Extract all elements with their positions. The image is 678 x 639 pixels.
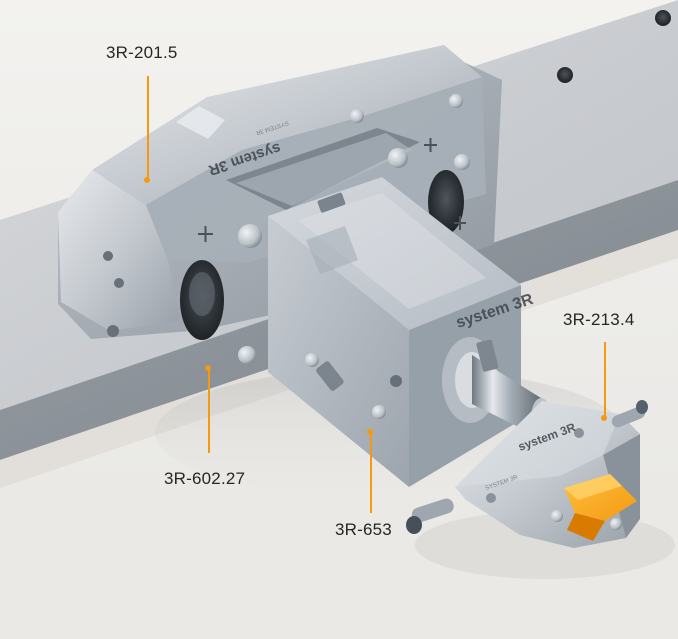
shaft-locking-pin [476, 339, 499, 372]
right-cross-symbol [454, 216, 466, 230]
callout-line-3r-201-5 [147, 76, 149, 182]
callout-line-3r-602-27 [208, 368, 210, 453]
left-cross-symbol [198, 226, 213, 242]
top-chuck-bevel-highlight [176, 106, 225, 139]
base-hole-icon [557, 67, 573, 83]
electrode-holder-top-bevel [455, 401, 620, 487]
left-chuck-opening-inner [189, 272, 215, 316]
callout-point-3r-213-4 [601, 415, 607, 421]
callout-point-3r-653 [367, 429, 373, 435]
top-chuck-recess-highlight [236, 133, 412, 206]
top-cross-symbol [424, 138, 437, 152]
left-chuck-hole-icon [107, 325, 119, 337]
callout-point-3r-602-27 [205, 365, 211, 371]
orange-electrode-block-highlight [564, 474, 622, 500]
base-hole-icon [655, 10, 671, 26]
center-block-top-face [268, 177, 521, 330]
electrode-holder-hole-icon [486, 493, 496, 503]
electrode-holder-screw-icon [551, 510, 563, 522]
electrode-holder-hole-icon [574, 428, 584, 438]
callout-line-3r-213-4 [604, 342, 606, 419]
left-clamping-screw-icon [406, 498, 454, 534]
top-chuck-top-face [92, 45, 482, 205]
label-3r-602-27: 3R-602.27 [164, 469, 246, 488]
left-chuck-hole-icon [103, 251, 113, 261]
center-block-side-pin [316, 361, 344, 391]
top-chuck-screw-icon [350, 109, 364, 123]
callout-line-3r-653 [370, 432, 372, 513]
front-chuck-screw-icon [238, 224, 262, 248]
top-chuck-screw-icon [388, 148, 408, 168]
label-3r-201-5: 3R-201.5 [106, 43, 178, 62]
label-3r-213-4: 3R-213.4 [563, 310, 635, 329]
top-chuck-screw-icon [454, 154, 470, 170]
label-3r-653: 3R-653 [335, 520, 392, 539]
center-block-hole-icon [390, 375, 402, 387]
orange-electrode-block-side [567, 513, 605, 541]
top-chuck-side-opening [428, 170, 464, 234]
center-block-front-face [268, 216, 409, 487]
center-block-slot [306, 226, 358, 274]
callout-point-3r-201-5 [144, 177, 150, 183]
top-chuck-left-face [58, 170, 180, 331]
center-block-screw-icon [372, 405, 386, 419]
left-chuck-hole-icon [114, 278, 124, 288]
center-block-screw-icon [305, 353, 319, 367]
right-clamping-screw-icon [611, 400, 648, 428]
center-block-top-highlight [298, 193, 486, 309]
front-chuck-screw-icon [238, 346, 256, 364]
center-block-clip [317, 192, 346, 213]
top-chuck-screw-icon [449, 94, 463, 108]
holder-shaft [472, 355, 541, 438]
electrode-holder-screw-icon [610, 518, 622, 530]
